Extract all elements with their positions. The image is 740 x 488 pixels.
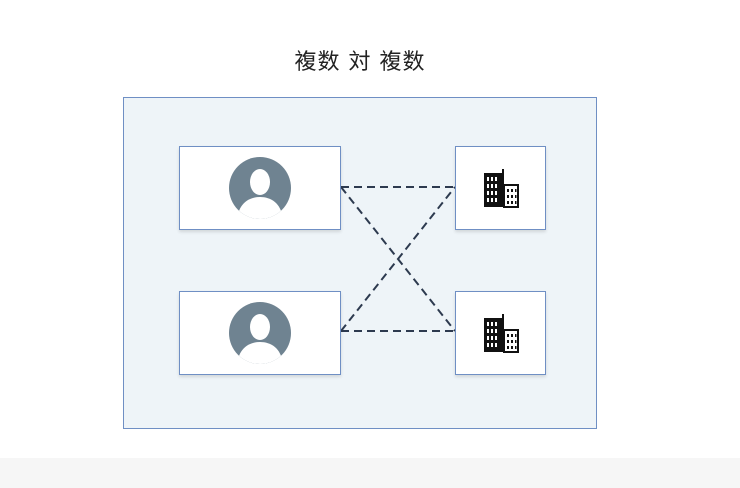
person-avatar-icon bbox=[229, 302, 291, 364]
organization-node-1 bbox=[455, 146, 546, 230]
diagram-title: 複数 対 複数 bbox=[294, 50, 426, 75]
office-building-icon bbox=[483, 314, 519, 353]
organization-node-2 bbox=[455, 291, 546, 375]
person-node-1 bbox=[179, 146, 341, 230]
person-node-2 bbox=[179, 291, 341, 375]
bottom-band bbox=[0, 458, 740, 488]
person-avatar-icon bbox=[229, 157, 291, 219]
office-building-icon bbox=[483, 169, 519, 208]
